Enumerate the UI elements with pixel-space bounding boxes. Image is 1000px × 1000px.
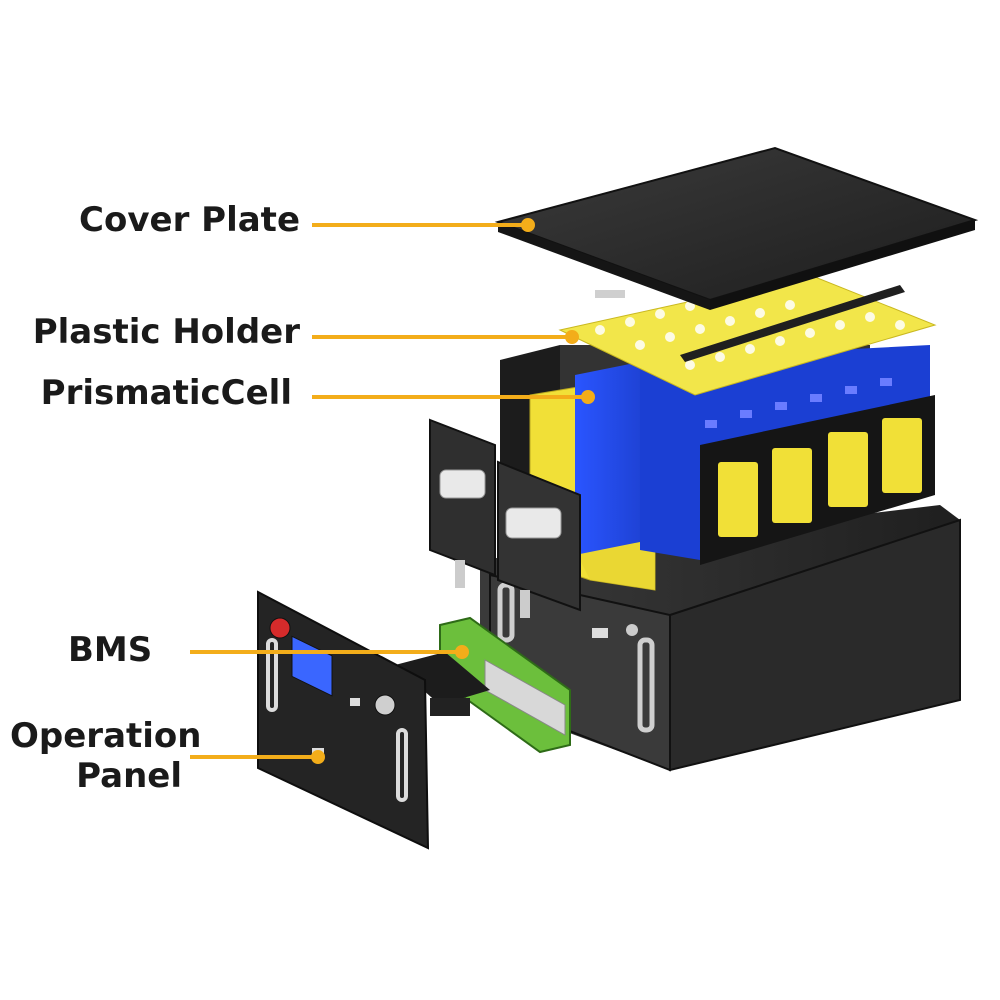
side-brackets (429, 418, 581, 618)
label-operation-panel-line2: Panel (76, 756, 182, 796)
plastic-holder (558, 274, 937, 396)
label-prismatic-cell: PrismaticCell (40, 373, 292, 413)
label-cover-plate: Cover Plate (79, 200, 300, 240)
label-plastic-holder: Plastic Holder (32, 312, 300, 352)
label-bms: BMS (68, 630, 153, 670)
label-operation-panel-line1: Operation (10, 716, 202, 756)
prismatic-cell-pack (575, 345, 935, 565)
operation-panel (257, 590, 430, 850)
leader-lines (190, 218, 595, 764)
cover-plate (494, 146, 979, 310)
bms-boards (395, 616, 571, 754)
